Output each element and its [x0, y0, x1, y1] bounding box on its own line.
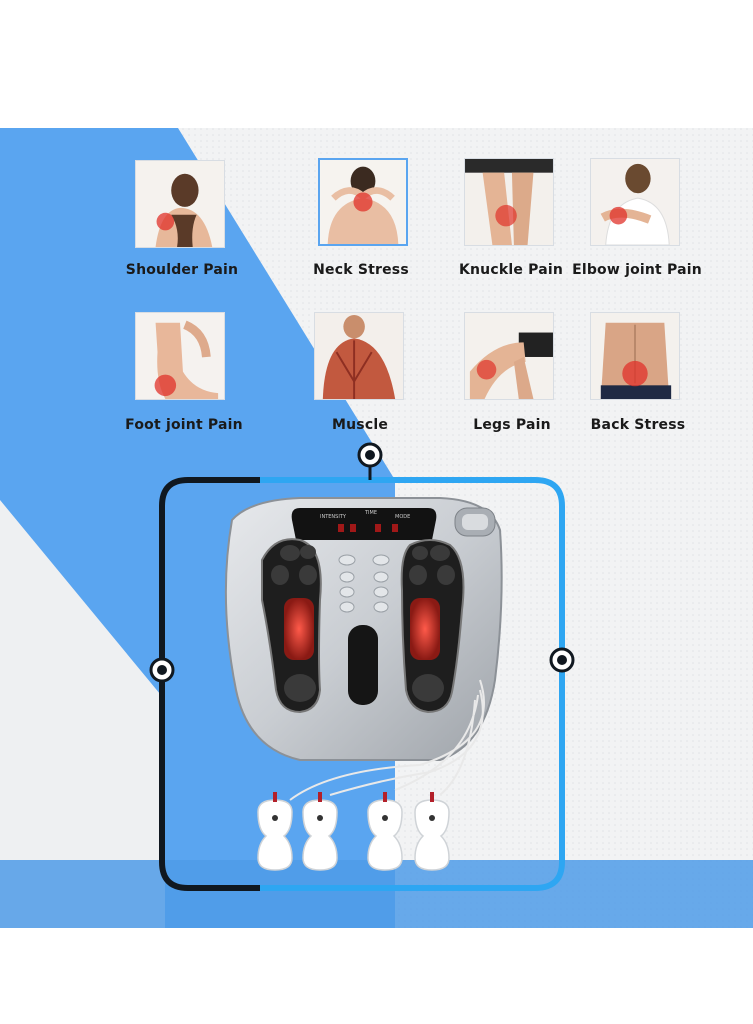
frame-node-right — [549, 647, 575, 673]
condition-label: Elbow joint Pain — [572, 262, 702, 278]
condition-label: Back Stress — [590, 417, 686, 433]
elbow-pain-photo — [590, 158, 680, 246]
left-foot-pad — [261, 538, 322, 714]
legs-pain-photo — [464, 312, 554, 400]
control-buttons — [338, 554, 390, 613]
right-foot-pad — [400, 539, 465, 714]
back-stress-photo — [590, 312, 680, 400]
muscle-photo — [314, 312, 404, 400]
condition-label: Neck Stress — [313, 262, 409, 278]
panel-label-time: TIME — [364, 510, 377, 516]
panel-label-mode: MODE — [395, 514, 410, 520]
condition-label: Knuckle Pain — [458, 262, 564, 278]
condition-label: Shoulder Pain — [125, 262, 239, 278]
panel-label-intensity: INTENSITY — [320, 514, 347, 520]
condition-label: Muscle — [331, 417, 389, 433]
knuckle-pain-photo — [464, 158, 554, 246]
foot-pain-photo — [135, 312, 225, 400]
condition-label: Legs Pain — [473, 417, 551, 433]
condition-label: Foot joint Pain — [125, 417, 243, 433]
electrode-pads — [257, 799, 450, 871]
shoulder-pain-photo — [135, 160, 225, 248]
frame-node-left — [149, 657, 175, 683]
neck-stress-photo — [318, 158, 408, 246]
